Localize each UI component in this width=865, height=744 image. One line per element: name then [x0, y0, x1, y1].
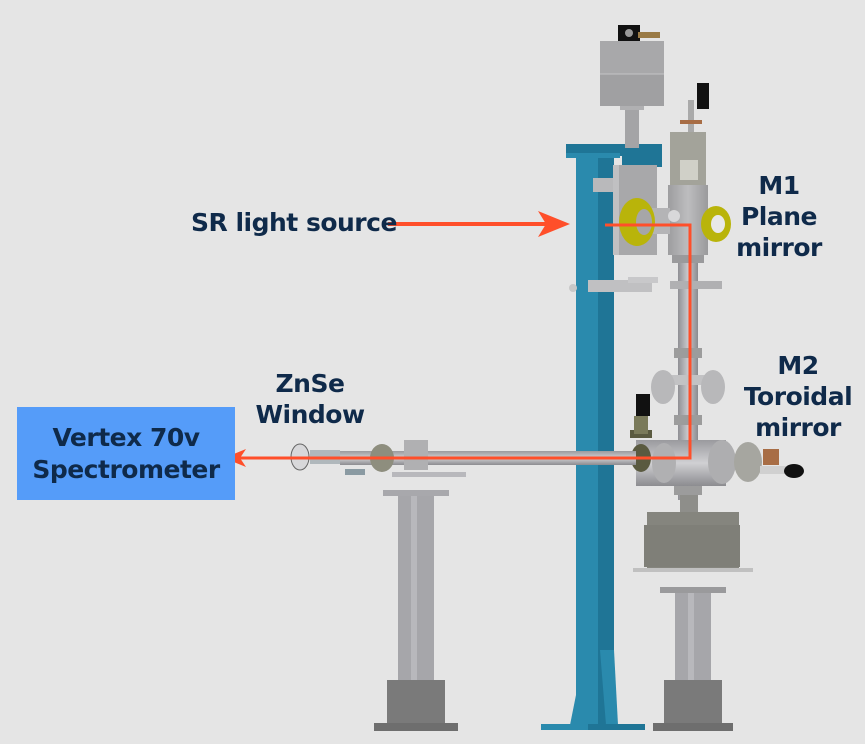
spectrometer-box: Vertex 70v Spectrometer [17, 407, 235, 500]
top-actuator [600, 25, 664, 148]
cross-flanges [651, 370, 725, 404]
beam-arrowhead-left [224, 449, 246, 467]
spectrometer-label-line1: Vertex 70v [52, 422, 200, 452]
support-column [541, 144, 662, 730]
m1-label: M1 Plane mirror [734, 170, 824, 263]
beam-path [224, 223, 692, 467]
m2-label-line2: Toroidal [743, 382, 853, 411]
left-stand [374, 472, 466, 731]
m2-label-line1: M2 [777, 351, 819, 380]
m2-label-line3: mirror [755, 413, 841, 442]
sr-beam [240, 223, 692, 460]
m1-label-line3: mirror [736, 233, 822, 262]
vertical-pipe [674, 240, 702, 500]
sr-light-source-label: SR light source [191, 208, 397, 237]
m1-chamber [619, 83, 731, 263]
znse-window-label: ZnSe Window [252, 368, 368, 430]
sr-source-arrow [388, 211, 570, 237]
znse-label-line1: ZnSe [275, 369, 345, 398]
m1-label-line2: Plane [740, 202, 818, 231]
spectrometer-label-line2: Spectrometer [32, 454, 220, 484]
znse-label-line2: Window [255, 400, 365, 429]
m2-label: M2 Toroidal mirror [742, 350, 854, 443]
right-stand [633, 495, 753, 731]
m1-bracket [569, 277, 722, 292]
m1-label-line1: M1 [758, 171, 800, 200]
